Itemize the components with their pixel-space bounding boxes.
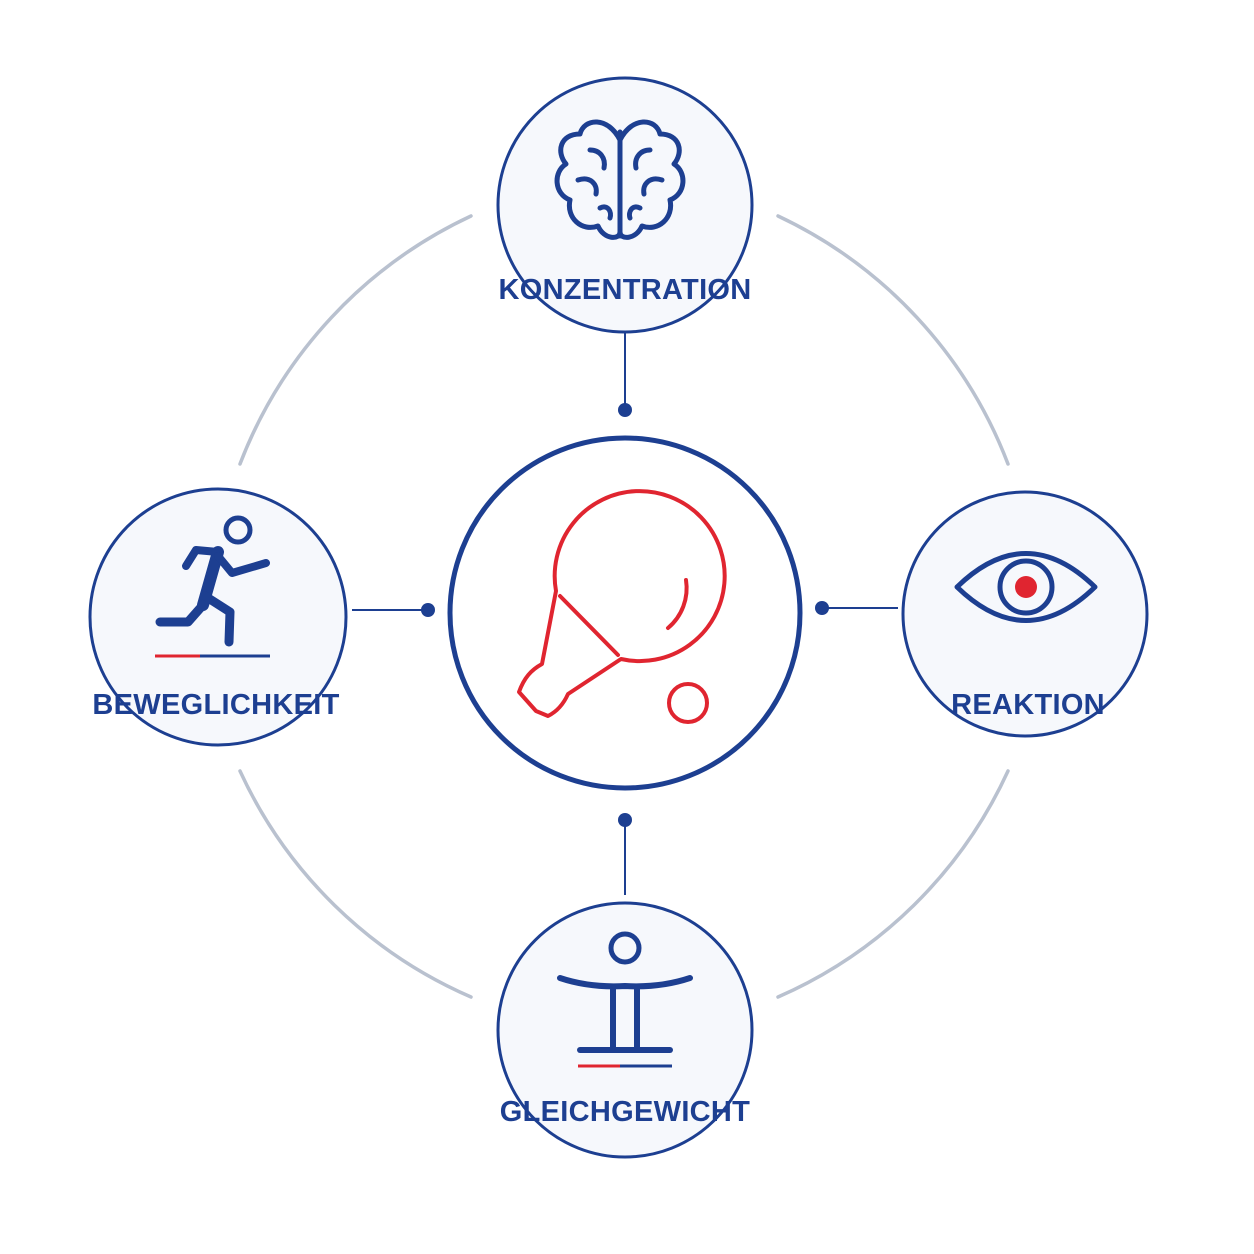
eye-icon: [954, 551, 1098, 623]
center-node: [447, 435, 803, 791]
label-beweglichkeit: BEWEGLICHKEIT: [92, 689, 339, 721]
eye-pupil-red: [1015, 576, 1037, 598]
ring-arc-bottom-left: [238, 769, 473, 999]
connectors: [352, 330, 898, 895]
label-konzentration: KONZENTRATION: [498, 274, 751, 306]
label-gleichgewicht: GLEICHGEWICHT: [500, 1096, 750, 1128]
connector-dot-bottom: [618, 813, 632, 827]
node-circle-bottom: [496, 901, 754, 1159]
node-konzentration: KONZENTRATION: [496, 76, 754, 334]
paddle-outline: [517, 489, 727, 718]
center-circle: [447, 435, 803, 791]
table-tennis-paddle-and-ball-icon: [517, 489, 727, 724]
node-reaktion: REAKTION: [901, 490, 1149, 738]
paddle-highlight: [666, 578, 689, 630]
ring-arc-left-top: [238, 214, 473, 466]
paddle-rubber-edge: [558, 594, 620, 657]
ring-arc-top-right: [776, 214, 1010, 466]
node-beweglichkeit: BEWEGLICHKEIT: [88, 487, 348, 747]
connector-dot-right: [815, 601, 829, 615]
node-circle-left: [88, 487, 348, 747]
label-reaktion: REAKTION: [951, 689, 1105, 721]
outer-ring: [238, 214, 1010, 999]
ball-icon: [667, 682, 709, 724]
running-person-icon: [155, 515, 270, 647]
connector-dot-top: [618, 403, 632, 417]
node-gleichgewicht: GLEICHGEWICHT: [496, 901, 754, 1159]
ring-arc-right-bottom: [776, 769, 1010, 999]
connector-dot-left: [421, 603, 435, 617]
brain-icon: [554, 119, 686, 240]
balance-person-icon: [557, 931, 693, 1053]
